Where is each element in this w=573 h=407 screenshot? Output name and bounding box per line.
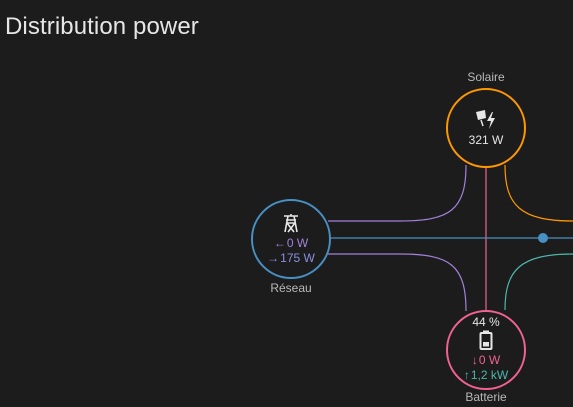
grid-export-value: 175 W bbox=[280, 250, 315, 265]
flow-solar-to-home bbox=[504, 164, 573, 222]
arrow-up-icon: ↑ bbox=[463, 368, 470, 382]
grid-node[interactable]: ← 0 W → 175 W bbox=[251, 199, 331, 279]
battery-icon bbox=[479, 330, 493, 350]
arrow-down-icon: ↓ bbox=[471, 353, 478, 367]
transmission-tower-icon bbox=[284, 213, 298, 232]
solar-node[interactable]: 321 W bbox=[446, 88, 526, 168]
grid-label: Réseau bbox=[270, 281, 312, 295]
grid-import-value: 0 W bbox=[286, 235, 309, 250]
flow-solar-to-grid bbox=[328, 164, 467, 222]
grid-import: ← 0 W bbox=[274, 236, 308, 251]
flow-grid-to-battery bbox=[328, 253, 467, 312]
card-title: Distribution power bbox=[5, 13, 199, 40]
flow-grid-to-home-dot bbox=[538, 233, 548, 243]
flow-battery-to-home bbox=[504, 253, 573, 311]
arrow-right-icon: → bbox=[267, 250, 280, 265]
arrow-left-icon: ← bbox=[273, 235, 286, 250]
battery-node[interactable]: 44 % ↓ 0 W ↑ 1,2 kW bbox=[446, 310, 526, 390]
battery-discharge: ↑ 1,2 kW bbox=[464, 368, 508, 383]
battery-charge-value: 0 W bbox=[478, 353, 501, 367]
battery-soc: 44 % bbox=[472, 315, 500, 329]
solar-power-icon bbox=[476, 109, 495, 129]
solar-label: Solaire bbox=[467, 70, 505, 84]
battery-label: Batterie bbox=[465, 390, 507, 404]
battery-charge: ↓ 0 W bbox=[472, 353, 500, 368]
battery-discharge-value: 1,2 kW bbox=[470, 368, 509, 382]
solar-value: 321 W bbox=[468, 132, 504, 147]
grid-export: → 175 W bbox=[267, 251, 315, 266]
